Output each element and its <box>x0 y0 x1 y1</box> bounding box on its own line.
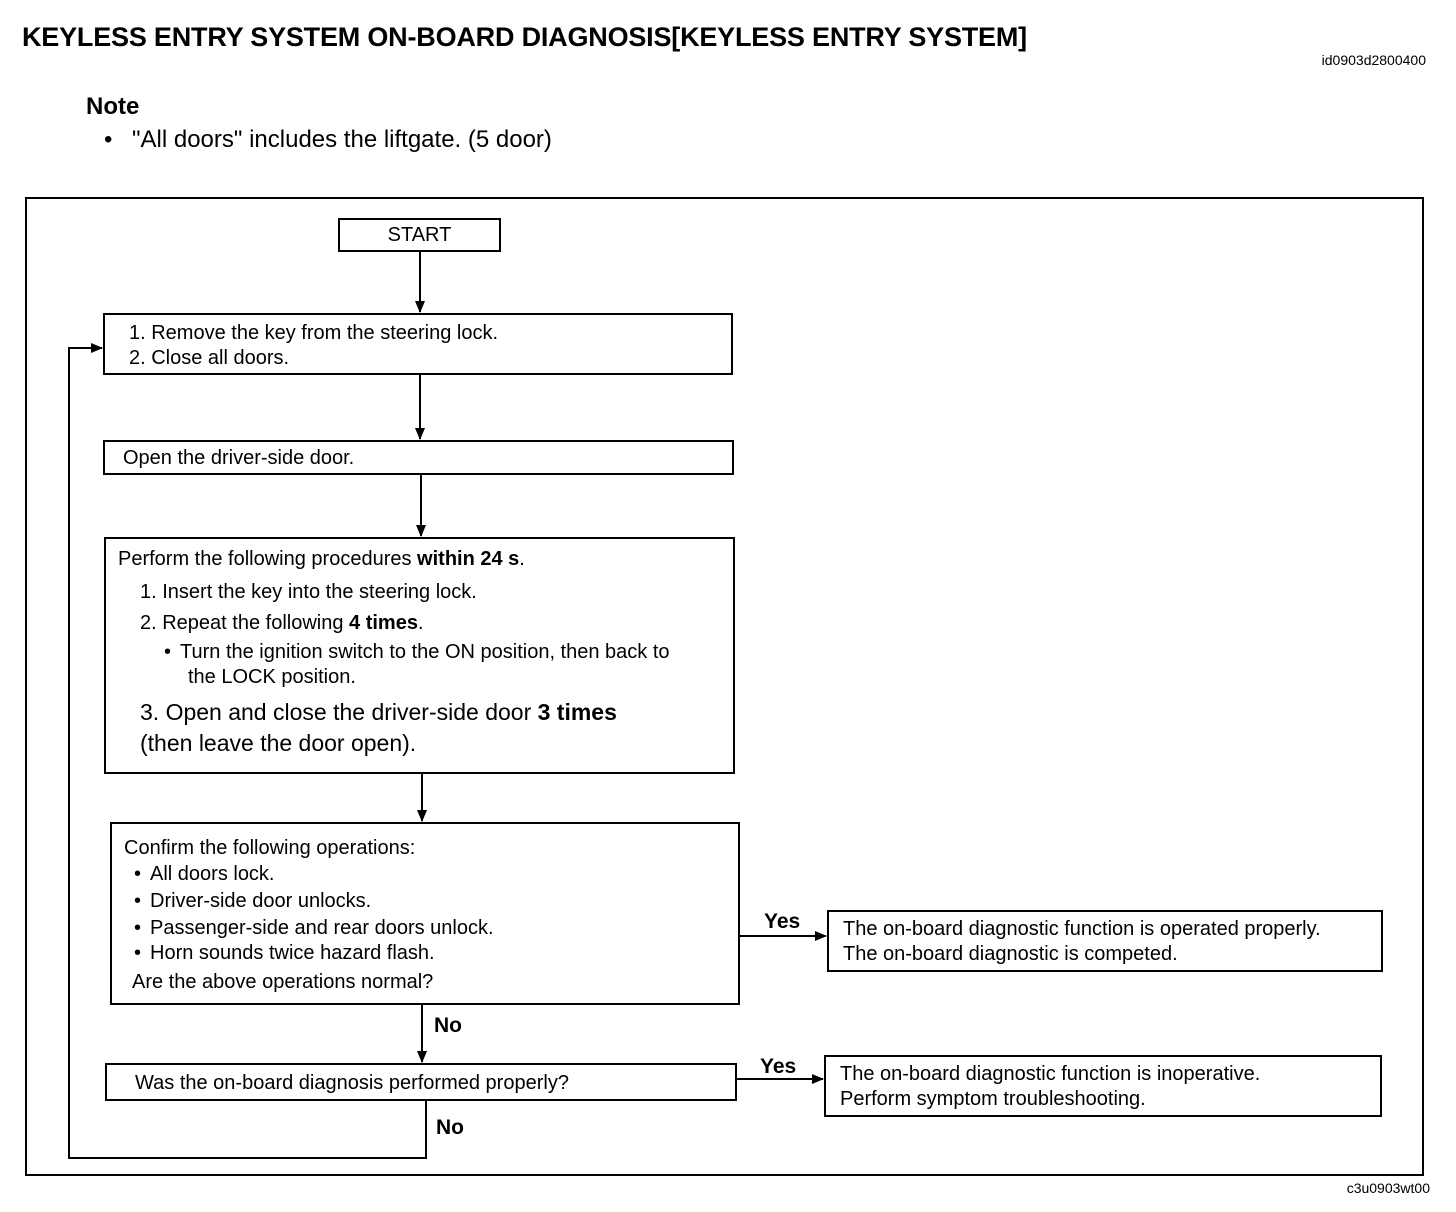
step4-item: •Horn sounds twice hazard flash. <box>134 942 435 964</box>
note-text: "All doors" includes the liftgate. (5 do… <box>132 126 552 153</box>
step3-item3: 3. Open and close the driver-side door 3… <box>140 699 617 725</box>
no-label: No <box>434 1014 462 1037</box>
bullet-icon: • <box>134 863 142 885</box>
note-item: • "All doors" includes the liftgate. (5 d… <box>104 126 552 154</box>
step-remove-key-box: 1. Remove the key from the steering lock… <box>103 313 733 375</box>
step4-item: •All doors lock. <box>134 863 275 885</box>
page-title: KEYLESS ENTRY SYSTEM ON-BOARD DIAGNOSIS[… <box>22 22 1027 52</box>
no-label: No <box>436 1116 464 1139</box>
step4-item: •Driver-side door unlocks. <box>134 890 372 912</box>
result-ok-line2: The on-board diagnostic is competed. <box>843 943 1178 965</box>
step-procedures-box: Perform the following procedures within … <box>104 537 735 774</box>
step-diagnosis-check-box: Was the on-board diagnosis performed pro… <box>105 1063 737 1101</box>
bullet-icon: • <box>164 641 172 663</box>
step3-sub-item: •Turn the ignition switch to the ON posi… <box>164 641 670 663</box>
yes-label: Yes <box>760 1055 797 1078</box>
step4-question: Are the above operations normal? <box>132 971 434 993</box>
bullet-icon: • <box>134 890 142 912</box>
result-operated-properly-box: The on-board diagnostic function is oper… <box>827 910 1383 972</box>
result-ng-line1: The on-board diagnostic function is inop… <box>840 1063 1261 1085</box>
step3-item3-line2: (then leave the door open). <box>140 729 417 756</box>
step4-intro: Confirm the following operations: <box>124 837 416 859</box>
bullet-icon: • <box>134 942 142 964</box>
note-heading: Note <box>86 93 140 120</box>
step1-line1: 1. Remove the key from the steering lock… <box>129 322 499 344</box>
start-box: START <box>338 218 501 252</box>
result-inoperative-box: The on-board diagnostic function is inop… <box>824 1055 1382 1117</box>
document-id: id0903d2800400 <box>1321 52 1426 68</box>
step-open-door-box: Open the driver-side door. <box>103 440 734 475</box>
arrow-step5-no-loop <box>68 343 427 1159</box>
step3-item1: 1. Insert the key into the steering lock… <box>140 581 477 603</box>
result-ok-line1: The on-board diagnostic function is oper… <box>843 918 1321 940</box>
step1-line2: 2. Close all doors. <box>129 347 290 369</box>
result-ng-line2: Perform symptom troubleshooting. <box>840 1088 1146 1110</box>
bullet-icon: • <box>134 917 142 939</box>
yes-label: Yes <box>764 910 801 933</box>
step4-item: •Passenger-side and rear doors unlock. <box>134 917 494 939</box>
step3-item2: 2. Repeat the following 4 times. <box>140 612 424 634</box>
step-confirm-operations-box: Confirm the following operations: •All d… <box>110 822 740 1005</box>
bullet-icon: • <box>104 126 113 153</box>
step3-intro: Perform the following procedures within … <box>118 548 525 570</box>
flowchart-frame <box>25 197 1424 1176</box>
step3-sub-item-line2: the LOCK position. <box>188 666 356 688</box>
figure-id: c3u0903wt00 <box>1346 1180 1430 1196</box>
